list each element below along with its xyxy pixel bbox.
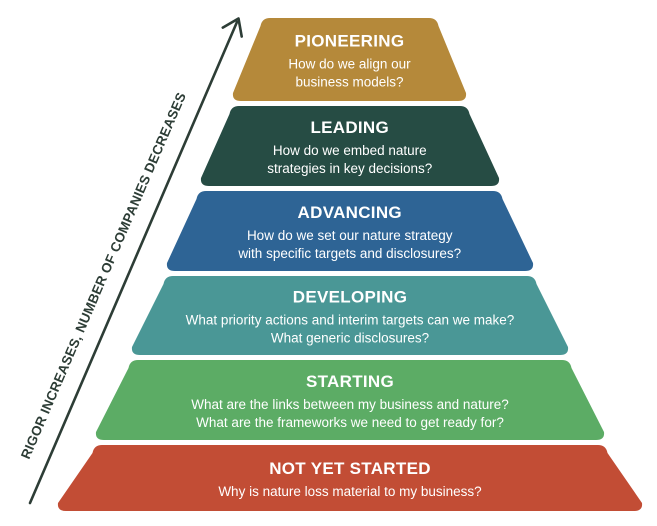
tier-leading-question: strategies in key decisions? [267, 161, 432, 176]
tier-pioneering-question: How do we align our [288, 57, 411, 72]
rigor-arrow-head-icon [221, 17, 243, 38]
tier-advancing-question: How do we set our nature strategy [247, 228, 453, 243]
tier-developing-question: What generic disclosures? [271, 331, 429, 346]
tier-pioneering: PIONEERING How do we align our business mo… [232, 18, 467, 101]
tier-developing: DEVELOPING What priority actions and inte… [131, 276, 569, 355]
pyramid-tiers: PIONEERING How do we align our business mo… [57, 18, 643, 511]
tier-developing-shape [131, 276, 569, 355]
tier-leading-question: How do we embed nature [273, 143, 427, 158]
tier-starting-title: STARTING [306, 372, 394, 391]
rigor-arrow-line [28, 20, 239, 505]
tier-starting-question: What are the links between my business a… [191, 397, 508, 412]
tier-pioneering-shape [232, 18, 467, 101]
tier-pioneering-title: PIONEERING [295, 32, 405, 51]
tier-leading-shape [200, 106, 500, 186]
tier-pioneering-question: business models? [295, 75, 403, 90]
tier-leading: LEADING How do we embed nature strategies … [200, 106, 500, 186]
tier-not-yet-started-title: NOT YET STARTED [269, 459, 431, 478]
tier-developing-title: DEVELOPING [293, 288, 407, 307]
tier-starting-question: What are the frameworks we need to get r… [196, 415, 504, 430]
tier-advancing-title: ADVANCING [298, 203, 402, 222]
tier-starting: STARTING What are the links between my bu… [95, 360, 605, 440]
tier-not-yet-started-question: Why is nature loss material to my busine… [218, 484, 481, 499]
tier-starting-shape [95, 360, 605, 440]
tier-not-yet-started: NOT YET STARTED Why is nature loss materi… [57, 445, 643, 511]
tier-advancing-shape [166, 191, 534, 271]
tier-leading-title: LEADING [310, 118, 389, 137]
tier-advancing: ADVANCING How do we set our nature strate… [166, 191, 534, 271]
tier-developing-question: What priority actions and interim target… [186, 313, 515, 328]
tier-advancing-question: with specific targets and disclosures? [237, 246, 461, 261]
tier-not-yet-started-shape [57, 445, 643, 511]
